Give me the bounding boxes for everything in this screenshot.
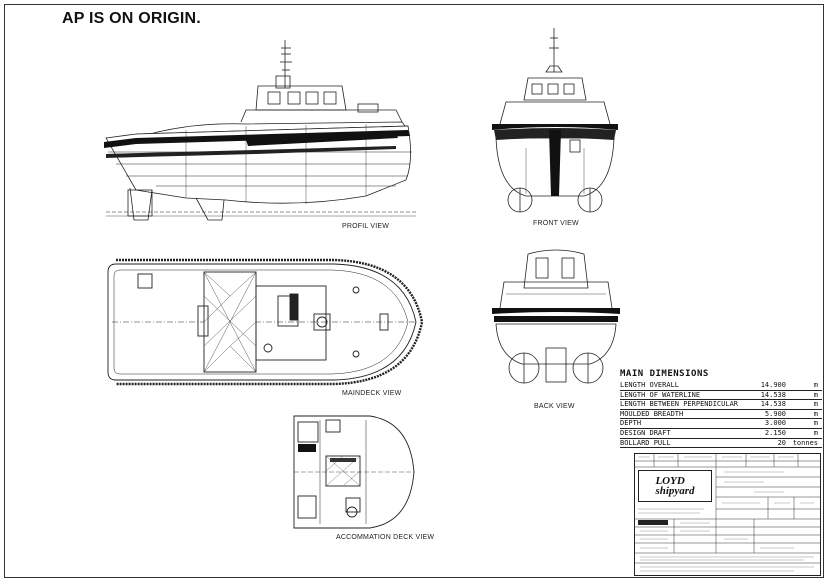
dimension-row: DEPTH 3.000 m [620,419,822,429]
dimension-value: 20 [777,438,786,447]
main-dimensions-table: MAIN DIMENSIONS LENGTH OVERALL 14.900 m … [620,369,822,449]
logo-wordmark: LOYD shipyard [655,475,695,497]
dimension-value: 5.900 [764,409,786,418]
dimension-unit: m [813,390,818,399]
dimension-row: DESIGN DRAFT 2.150 m [620,429,822,439]
dimension-unit: m [813,409,818,418]
dimension-value: 14.538 [760,400,786,409]
front-view-drawing [492,28,618,213]
dimension-name: LENGTH BETWEEN PERPENDICULAR [620,400,739,409]
title-block [634,453,821,576]
profile-view-drawing [104,40,416,221]
sheet-border [4,4,824,578]
accommodation-deck-drawing [293,415,415,529]
profile-view-label: PROFIL VIEW [342,223,390,230]
drawing-heading: AP IS ON ORIGIN. [62,10,201,27]
dimension-unit: m [813,400,818,409]
dimension-unit: m [813,381,818,389]
dimension-row: LENGTH BETWEEN PERPENDICULAR 14.538 m [620,400,822,410]
dimension-value: 3.000 [764,419,786,428]
dimension-name: LENGTH OF WATERLINE [620,390,701,399]
dimension-name: LENGTH OVERALL [620,381,680,389]
dimension-unit: m [813,419,818,428]
dimension-name: DEPTH [620,419,642,428]
back-view-label: BACK VIEW [534,403,575,410]
dimension-row: LENGTH OF WATERLINE 14.538 m [620,391,822,401]
title-block-grid [634,453,821,572]
accommodation-view-label: ACCOMMATION DECK VIEW [336,534,435,541]
logo-line-2: shipyard [655,485,695,497]
dimension-name: DESIGN DRAFT [620,428,671,437]
maindeck-view-label: MAINDECK VIEW [342,390,402,397]
dimension-value: 14.538 [760,390,786,399]
shipyard-logo: LOYD shipyard [638,470,712,502]
front-view-label: FRONT VIEW [533,220,579,227]
logo-line-1: LOYD [655,475,685,487]
dimension-row: BOLLARD PULL 20 tonnes [620,439,822,449]
dimension-value: 2.150 [764,428,786,437]
dimension-name: BOLLARD PULL [620,438,671,447]
dimension-row: MOULDED BREADTH 5.900 m [620,410,822,420]
maindeck-view-drawing [107,258,424,386]
dimension-unit: m [813,428,818,437]
dimension-value: 14.900 [760,381,786,389]
dimension-row: LENGTH OVERALL 14.900 m [620,381,822,391]
dimension-unit: tonnes [792,438,818,447]
back-view-drawing [492,249,620,384]
main-dimensions-title: MAIN DIMENSIONS [620,369,709,379]
dimension-name: MOULDED BREADTH [620,409,684,418]
